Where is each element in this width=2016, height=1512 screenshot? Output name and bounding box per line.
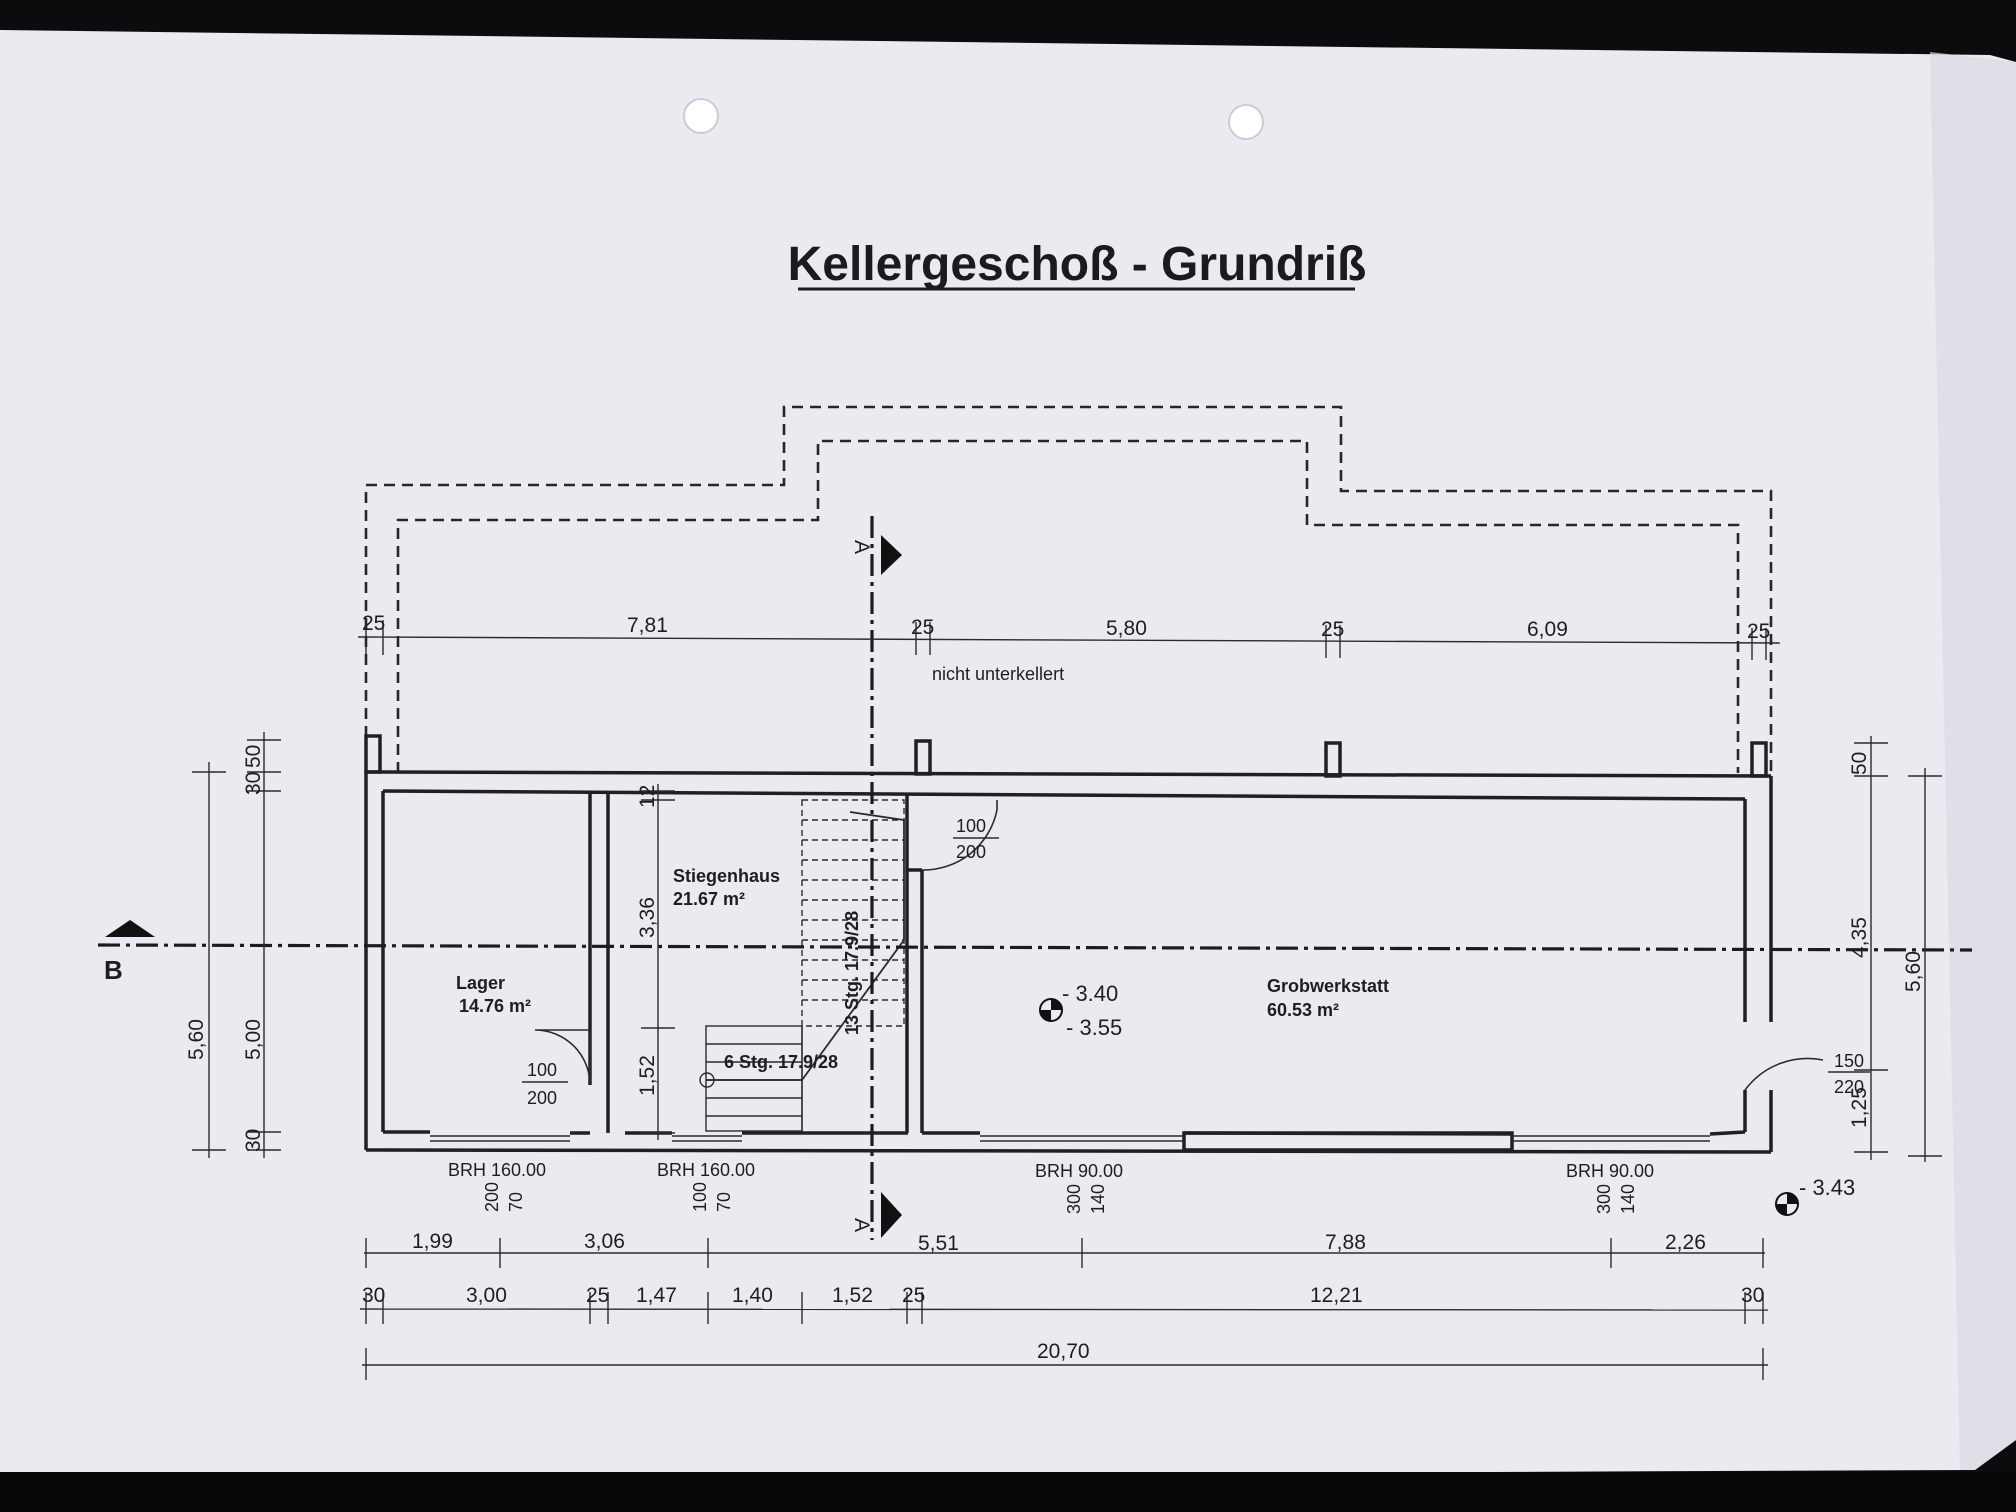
door-right-width: 150: [1834, 1051, 1864, 1071]
dim-total: 20,70: [1037, 1340, 1090, 1363]
dim-line-total: [362, 1348, 1768, 1380]
door-lager-width: 100: [527, 1060, 557, 1080]
dim-right-inner-2: 1,25: [1848, 1087, 1871, 1128]
level-marker-exterior: [1775, 1192, 1799, 1216]
dim-line-bottom-2: [359, 1292, 1769, 1324]
dim-left-inner-3: 30: [242, 1129, 265, 1152]
dim-top-1: 7,81: [627, 614, 668, 637]
punch-hole-left: [683, 98, 719, 134]
dim-top-6: 25: [1747, 620, 1770, 643]
paper-sheet: [0, 30, 2016, 1478]
stair-upper-label: 13 Stg. 17.9/28: [842, 911, 862, 1035]
dim-top-0: 25: [362, 612, 385, 635]
punch-hole-right: [1228, 104, 1264, 140]
dim-left-outer: 5,60: [185, 1019, 208, 1060]
window-4-height: 140: [1618, 1184, 1638, 1214]
window-1-height: 70: [506, 1192, 526, 1212]
table-edge: [0, 1472, 2016, 1512]
section-label-a-bottom: A: [850, 1218, 873, 1232]
window-1-brh: BRH 160.00: [448, 1160, 546, 1180]
window-1-width: 200: [482, 1182, 502, 1212]
room-stiegenhaus-area: 21.67 m²: [673, 889, 745, 909]
window-4-width: 300: [1594, 1184, 1614, 1214]
dim-bottom2-8: 30: [1741, 1284, 1764, 1307]
dim-line-bottom-1: [364, 1238, 1765, 1268]
room-grobwerkstatt-name: Grobwerkstatt: [1267, 976, 1389, 996]
dim-line-stair: [641, 784, 675, 1140]
section-arrow-a-top: [881, 535, 902, 575]
window-2-width: 100: [690, 1182, 710, 1212]
room-lager-area: 14.76 m²: [459, 996, 531, 1016]
dim-right-inner-1: 4,35: [1848, 917, 1871, 958]
windows: [430, 1131, 1710, 1152]
door-swings: [534, 800, 1824, 1091]
level-floor-top: - 3.40: [1062, 981, 1118, 1006]
dim-top-5: 6,09: [1527, 618, 1568, 641]
dim-right-outer: 5,60: [1902, 951, 1925, 992]
dim-bottom1-1: 3,06: [584, 1230, 625, 1253]
door-lager-height: 200: [527, 1088, 557, 1108]
room-lager-name: Lager: [456, 973, 505, 993]
level-exterior: - 3.43: [1799, 1175, 1855, 1200]
dim-left-inner-2: 5,00: [242, 1019, 265, 1060]
level-marker-floor: [1039, 998, 1063, 1022]
window-2-height: 70: [714, 1192, 734, 1212]
dim-bottom2-5: 1,52: [832, 1284, 873, 1307]
footprint-outline-outer: [364, 405, 1773, 773]
room-grobwerkstatt-area: 60.53 m²: [1267, 1000, 1339, 1020]
window-2-brh: BRH 160.00: [657, 1160, 755, 1180]
note-nicht-unterkellert: nicht unterkellert: [932, 664, 1064, 684]
section-label-a-top: A: [850, 540, 873, 554]
room-stiegenhaus-name: Stiegenhaus: [673, 866, 780, 886]
dim-stair-2: 1,52: [636, 1055, 659, 1096]
window-3-width: 300: [1064, 1184, 1084, 1214]
paper-shade: [1930, 52, 2016, 1470]
section-arrow-b: [105, 920, 155, 937]
dim-bottom2-1: 3,00: [466, 1284, 507, 1307]
dim-line-top: [357, 620, 1781, 660]
door-right-height: 220: [1834, 1077, 1864, 1097]
dim-line-right-outer: [1908, 768, 1942, 1162]
window-4-brh: BRH 90.00: [1566, 1161, 1654, 1181]
footprint-outline-inner: [396, 439, 1740, 773]
dim-bottom2-2: 25: [586, 1284, 609, 1307]
dim-bottom1-4: 2,26: [1665, 1231, 1706, 1254]
dim-bottom1-3: 7,88: [1325, 1231, 1366, 1254]
door-stair-width: 100: [956, 816, 986, 836]
dim-stair-0: 12: [636, 785, 659, 808]
dim-line-left-inner: [247, 732, 281, 1158]
door-stair-height: 200: [956, 842, 986, 862]
window-3-height: 140: [1088, 1184, 1108, 1214]
dim-bottom1-0: 1,99: [412, 1230, 453, 1253]
dim-bottom2-7: 12,21: [1310, 1284, 1363, 1307]
stairs: [699, 799, 905, 1132]
dim-top-4: 25: [1321, 618, 1344, 641]
dim-line-right-inner: [1854, 736, 1888, 1160]
section-arrow-a-bottom: [881, 1192, 902, 1238]
dim-bottom2-0: 30: [362, 1284, 385, 1307]
dim-left-inner-1: 50: [242, 745, 265, 768]
level-floor-bottom: - 3.55: [1066, 1015, 1122, 1040]
dim-top-3: 5,80: [1106, 617, 1147, 640]
section-label-b: B: [104, 955, 123, 985]
plan-title: Kellergeschoß - Grundriß: [788, 238, 1367, 291]
dim-bottom1-2: 5,51: [918, 1232, 959, 1255]
window-3-brh: BRH 90.00: [1035, 1161, 1123, 1181]
basement-walls: [364, 734, 1773, 1154]
dim-top-2: 25: [911, 616, 934, 639]
dim-right-inner-0: 50: [1848, 752, 1871, 775]
dim-bottom2-3: 1,47: [636, 1284, 677, 1307]
stair-lower-label: 6 Stg. 17.9/28: [724, 1052, 838, 1072]
dim-bottom2-6: 25: [902, 1284, 925, 1307]
section-line-b: [97, 943, 1973, 952]
dim-bottom2-4: 1,40: [732, 1284, 773, 1307]
dim-left-inner-0: 30: [242, 772, 265, 795]
dim-line-left-outer: [192, 762, 226, 1158]
dim-stair-1: 3,36: [636, 897, 659, 938]
